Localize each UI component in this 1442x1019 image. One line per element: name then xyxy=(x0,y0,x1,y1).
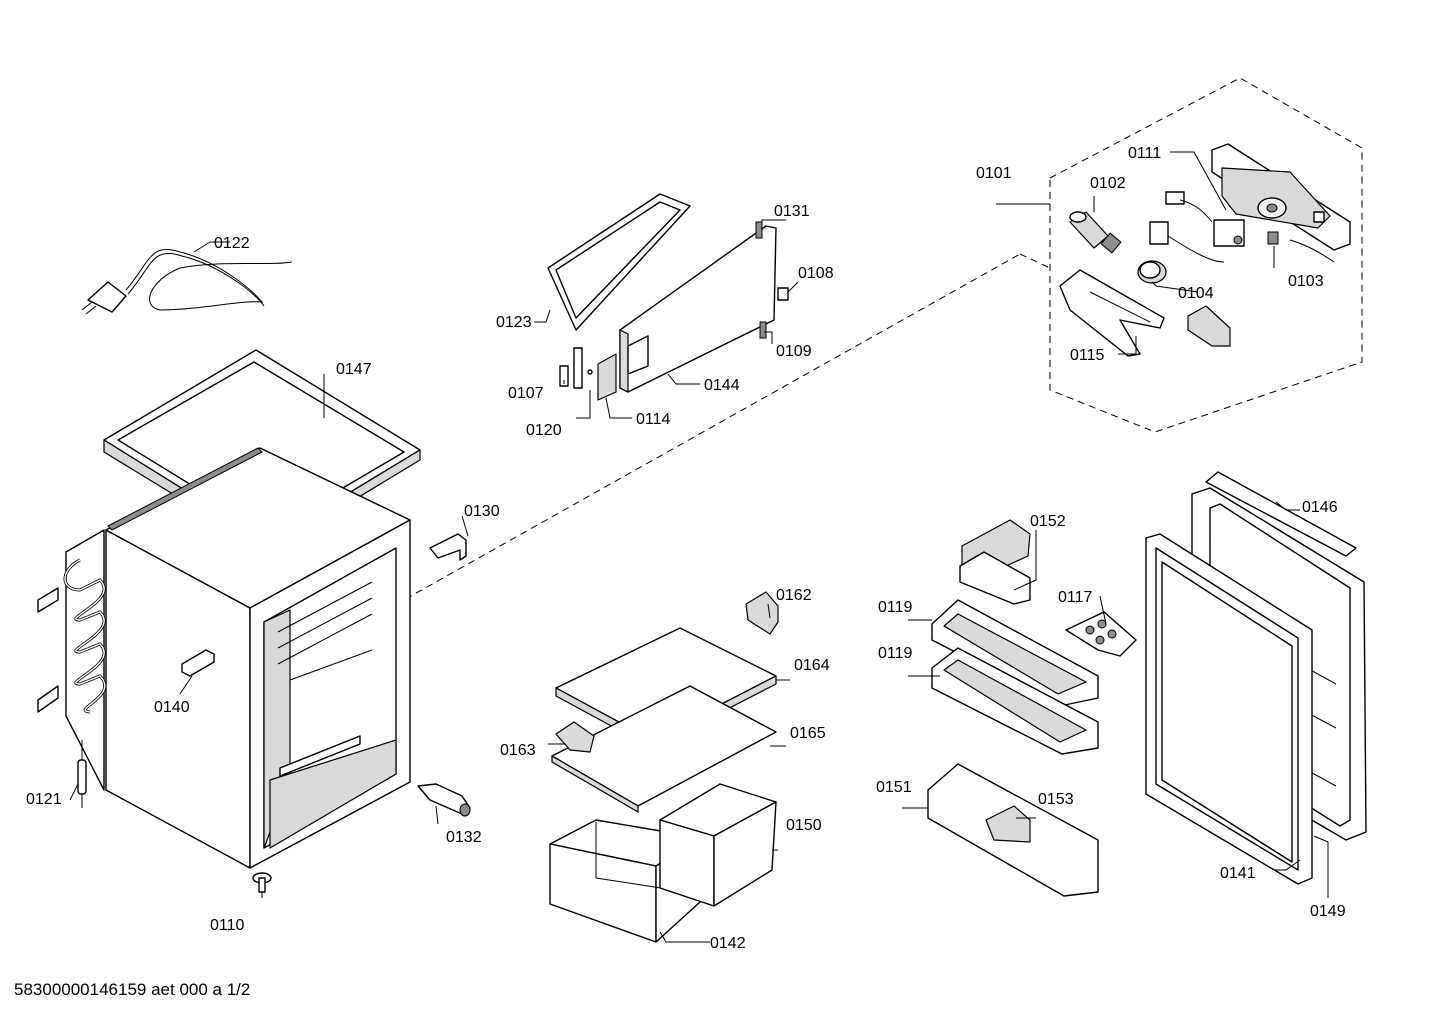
condenser-coil-part xyxy=(37,529,107,791)
part-label-0111: 0111 xyxy=(1128,145,1161,162)
part-label-0117: 0117 xyxy=(1058,589,1093,606)
crisper-drawer-right-part xyxy=(659,783,777,907)
part-label-0165: 0165 xyxy=(790,725,826,742)
part-label-0151: 0151 xyxy=(876,779,912,796)
part-label-0142: 0142 xyxy=(710,935,746,952)
power-cord-part xyxy=(81,248,293,315)
part-label-0149: 0149 xyxy=(1310,903,1346,920)
light-cover-part xyxy=(1059,269,1231,357)
part-label-0162: 0162 xyxy=(776,587,812,604)
part-label-0132: 0132 xyxy=(446,829,482,846)
part-label-0131: 0131 xyxy=(774,203,810,220)
part-label-0108: 0108 xyxy=(798,265,834,282)
thermostat-knob-part xyxy=(1137,260,1167,284)
glass-shelf-lower-part xyxy=(551,685,777,813)
butter-compartment-part xyxy=(959,519,1031,605)
part-label-0141: 0141 xyxy=(1220,865,1256,882)
part-label-0115: 0115 xyxy=(1070,347,1105,364)
door-frame-part xyxy=(1145,533,1313,885)
bottle-shelf-part xyxy=(927,763,1099,897)
part-label-0140: 0140 xyxy=(154,699,190,716)
freezer-door-gasket-part xyxy=(547,193,691,331)
part-labels: 0101 0102 0103 0104 0107 0108 0109 0110 … xyxy=(26,145,1346,952)
filter-drier-part xyxy=(77,740,87,808)
thermostat-housing-part xyxy=(1211,143,1351,251)
part-label-0121: 0121 xyxy=(26,791,62,808)
part-label-0144: 0144 xyxy=(704,377,740,394)
part-label-0152: 0152 xyxy=(1030,513,1066,530)
part-label-0110: 0110 xyxy=(210,917,245,934)
part-label-0107: 0107 xyxy=(508,385,544,402)
part-label-0147: 0147 xyxy=(336,361,372,378)
egg-tray-part xyxy=(1065,611,1137,657)
part-label-0119-upper: 0119 xyxy=(878,599,913,616)
door-shelf-upper-part xyxy=(931,599,1099,707)
part-label-0102: 0102 xyxy=(1090,175,1126,192)
part-label-0150: 0150 xyxy=(786,817,822,834)
freezer-door-part xyxy=(619,221,789,393)
part-label-0114: 0114 xyxy=(636,411,671,428)
part-label-0103: 0103 xyxy=(1288,273,1324,290)
part-label-0146: 0146 xyxy=(1302,499,1338,516)
door-trim-strip-part xyxy=(1205,471,1357,557)
part-label-0122: 0122 xyxy=(214,235,250,252)
part-label-0123: 0123 xyxy=(496,314,532,331)
part-label-0164: 0164 xyxy=(794,657,830,674)
part-label-0130: 0130 xyxy=(464,503,500,520)
document-id-footer: 58300000146159 aet 000 a 1/2 xyxy=(14,980,251,999)
part-label-0163: 0163 xyxy=(500,742,536,759)
thermostat-assembly-group xyxy=(394,77,1363,606)
leader-lines xyxy=(69,151,1329,943)
part-label-0109: 0109 xyxy=(776,343,812,360)
control-switch-part xyxy=(1149,191,1335,263)
cabinet-body-part xyxy=(105,447,411,869)
freezer-door-handle-parts xyxy=(559,347,617,401)
adjustable-foot-part xyxy=(252,872,272,893)
lamp-socket-part xyxy=(1069,211,1122,254)
door-shelf-lower-part xyxy=(931,647,1099,755)
part-label-0101: 0101 xyxy=(976,165,1012,182)
part-label-0153: 0153 xyxy=(1038,791,1074,808)
hinge-parts xyxy=(181,533,471,817)
part-label-0119-lower: 0119 xyxy=(878,645,913,662)
part-label-0104: 0104 xyxy=(1178,285,1214,302)
part-label-0120: 0120 xyxy=(526,422,562,439)
